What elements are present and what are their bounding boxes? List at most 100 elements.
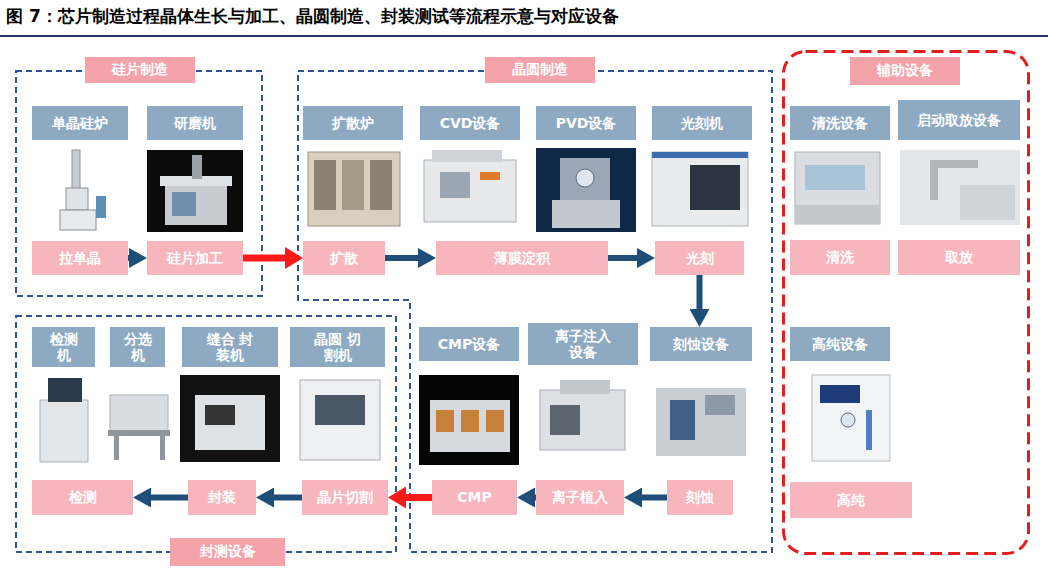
equipment-label: 刻蚀设备 [673,336,729,352]
purifier-tube [866,410,872,450]
cleaner-body [795,152,880,224]
process-box: CMP [432,480,517,515]
grinder-column [192,155,202,179]
cmp-unit [461,410,479,432]
flow-arrow [243,255,293,262]
sorter-frame [110,395,168,431]
flow-arrow [128,255,137,261]
equipment-label: 光刻机 [681,115,723,131]
dicer-body [300,380,380,460]
dicer-window [315,395,365,425]
process-box: 晶片切割 [302,480,388,515]
process-label: 扩散 [330,250,358,266]
process-box: 封装 [188,480,256,515]
flow-arrow [608,255,645,261]
dashed-border [784,52,1029,554]
process-box: 高纯 [790,482,912,518]
figure-title: 图 7：芯片制造过程晶体生长与加工、晶圆制造、封装测试等流程示意与对应设备 [6,5,619,28]
pvd-base [552,200,620,228]
handler-machine [960,185,1015,220]
etcher-chamber [670,400,695,440]
equipment-box: 分选 机 [110,327,165,367]
equipment-label: 分选 机 [120,331,155,363]
flow-arrow [697,275,703,317]
group-label: 辅助设备 [850,57,960,85]
sealer-panel [205,405,235,425]
equipment-label: 检测 机 [44,331,84,363]
process-label: 拉单晶 [59,250,101,266]
equipment-label: PVD设备 [556,115,617,131]
dashed-border [16,71,262,296]
equipment-box: 刻蚀设备 [650,327,752,361]
handler-background [900,150,1020,225]
diffusion-panel [342,160,364,210]
sorter-conveyor [108,430,170,436]
furnace-chamber [66,188,88,210]
cleaner-base [795,205,880,223]
equipment-box: 光刻机 [652,106,752,140]
process-box: 离子植入 [536,480,624,515]
sorter-leg [160,436,165,460]
purifier-panel [820,385,860,403]
process-box: 拉单晶 [32,241,128,275]
flow-arrow [266,495,302,501]
dashed-border [298,71,772,552]
process-label: 晶片切割 [317,489,373,505]
process-label: 薄膜淀积 [494,250,550,266]
flow-arrow [385,255,426,261]
sorter-leg [114,436,119,460]
tester-body [40,400,88,462]
implanter-top [560,380,610,394]
process-box: 检测 [32,480,133,515]
equipment-label: 研磨机 [174,115,216,131]
tester-screen [48,378,82,402]
furnace-column [72,150,80,190]
equipment-label: 高纯设备 [812,336,868,352]
furnace-panel [96,196,106,218]
process-label: 封装 [208,489,236,505]
group-label: 晶圆制造 [485,57,595,83]
group-frame: 封测设备检测 机分选 机缝合 封装机晶圆 切割机检测封装晶片切割 [15,315,397,553]
equipment-box: 单晶硅炉 [32,106,128,140]
equipment-box: 研磨机 [147,106,243,140]
diffusion-cabinet [308,152,400,226]
photo-background [536,148,636,232]
robot-arm [930,160,938,200]
equipment-box: 启动取放设备 [898,100,1020,140]
cvd-body [424,160,516,222]
process-box: 取放 [898,240,1020,275]
etcher-module [705,395,735,415]
pvd-window [576,169,594,187]
equipment-box: PVD设备 [536,106,636,140]
litho-body [652,152,748,226]
equipment-label: 离子注入 设备 [548,328,618,360]
equipment-box: 扩散炉 [303,106,403,140]
flow-arrow [398,494,432,501]
furnace-base [60,210,96,230]
equipment-box: 晶圆 切割机 [290,327,385,367]
process-label: 刻蚀 [686,489,714,505]
process-label: 硅片加工 [167,250,223,266]
equipment-label: CVD设备 [440,115,501,131]
cmp-unit [436,410,454,432]
process-box: 薄膜淀积 [436,241,608,275]
equipment-box: CVD设备 [420,106,520,140]
cvd-detail [480,172,500,180]
process-box: 清洗 [790,240,890,275]
grinder-window [172,192,196,216]
dashed-border [16,316,396,552]
equipment-label: 单晶硅炉 [52,115,108,131]
equipment-box: 高纯设备 [790,327,890,361]
diffusion-panel [370,160,392,210]
process-box: 硅片加工 [147,241,243,275]
equipment-box: 缝合 封装机 [182,327,278,367]
equipment-box: 检测 机 [32,327,95,367]
process-label: CMP [457,489,491,505]
flow-arrow [527,495,536,501]
process-label: 检测 [69,489,97,505]
process-box: 扩散 [303,241,385,275]
litho-stripe [652,152,748,158]
equipment-label: CMP设备 [438,336,500,352]
